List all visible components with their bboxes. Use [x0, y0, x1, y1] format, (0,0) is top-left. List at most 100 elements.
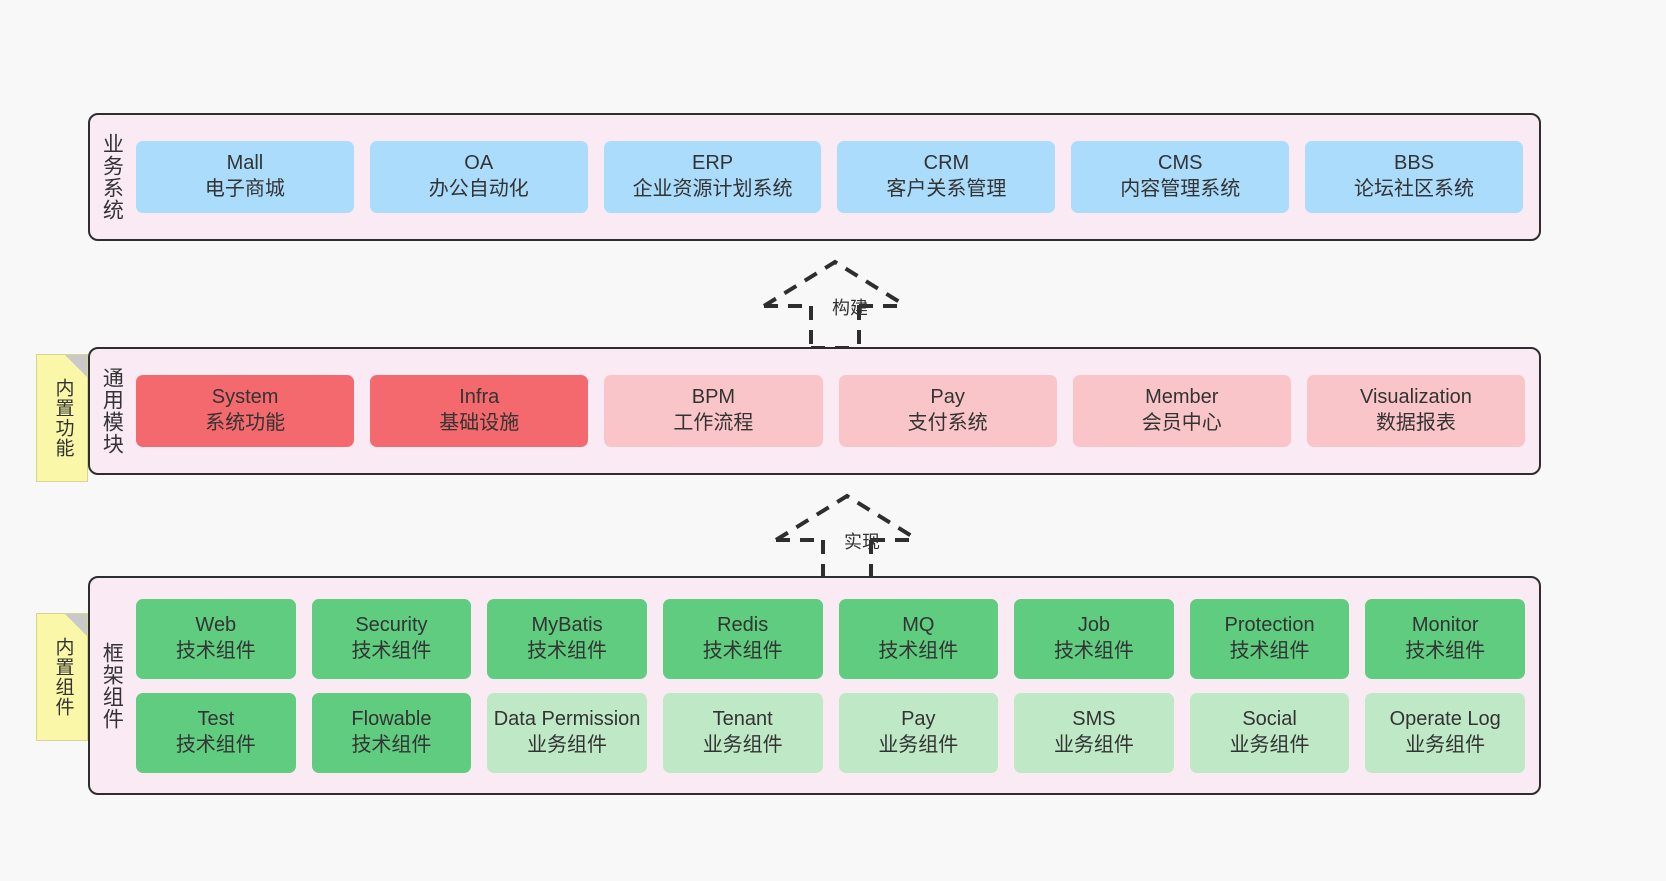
page-fold-icon [65, 355, 87, 377]
node-label-cn: 业务组件 [1053, 733, 1134, 756]
node-label-cn: 工作流程 [673, 412, 754, 434]
node-social[interactable]: Social 业务组件 [1189, 692, 1350, 773]
node-erp[interactable]: ERP 企业资源计划系统 [603, 141, 822, 213]
node-bbs[interactable]: BBS 论坛社区系统 [1305, 141, 1523, 213]
node-label-cn: 办公自动化 [428, 178, 529, 200]
node-label-en: SMS [1072, 707, 1116, 730]
node-label-cn: 业务组件 [1405, 733, 1486, 756]
node-label-en: OA [464, 152, 494, 175]
layer-title-common-modules: 通用模块 [100, 367, 124, 455]
node-label-cn: 电子商城 [204, 178, 285, 200]
node-protection[interactable]: Protection 技术组件 [1189, 598, 1350, 679]
note-builtin-functions: 内置功能 [36, 354, 88, 482]
layer-title-framework-components: 框架组件 [100, 641, 124, 730]
node-label-en: Social [1242, 707, 1297, 730]
node-label-cn: 业务组件 [1229, 733, 1310, 756]
node-mq[interactable]: MQ 技术组件 [838, 598, 999, 679]
node-label-en: Member [1145, 386, 1219, 409]
node-label-cn: 论坛社区系统 [1354, 178, 1475, 200]
node-label-en: CRM [923, 152, 970, 175]
node-label-cn: 业务组件 [702, 733, 783, 756]
node-label-en: Tenant [712, 707, 773, 730]
node-label-cn: 内容管理系统 [1120, 178, 1241, 200]
node-cms[interactable]: CMS 内容管理系统 [1071, 141, 1290, 213]
layer-framework-components: 框架组件 Web 技术组件 Security 技术组件 MyBatis 技术组件… [88, 576, 1541, 795]
arrow-build-label: 构建 [832, 298, 868, 318]
page-fold-icon [65, 614, 87, 636]
node-label-en: BBS [1394, 152, 1435, 175]
node-infra[interactable]: Infra 基础设施 [370, 375, 589, 447]
node-tenant[interactable]: Tenant 业务组件 [662, 692, 823, 773]
layer-body-common-modules: System 系统功能 Infra 基础设施 BPM 工作流程 Pay 支付系统… [132, 349, 1539, 473]
node-label-cn: 技术组件 [878, 639, 959, 662]
layer-business-systems: 业务系统 Mall 电子商城 OA 办公自动化 ERP 企业资源计划系统 CRM… [88, 113, 1541, 241]
node-mybatis[interactable]: MyBatis 技术组件 [487, 598, 647, 679]
node-label-en: Data Permission [493, 707, 641, 730]
node-oa[interactable]: OA 办公自动化 [369, 141, 588, 213]
node-label-en: Job [1077, 613, 1111, 636]
layer-row: Web 技术组件 Security 技术组件 MyBatis 技术组件 Redi… [136, 598, 1525, 679]
node-mall[interactable]: Mall 电子商城 [136, 141, 354, 213]
node-security[interactable]: Security 技术组件 [311, 598, 472, 679]
node-label-cn: 客户关系管理 [886, 178, 1007, 200]
node-web[interactable]: Web 技术组件 [136, 598, 296, 679]
node-monitor[interactable]: Monitor 技术组件 [1365, 598, 1525, 679]
node-label-en: Test [197, 707, 235, 730]
node-operate-log[interactable]: Operate Log 业务组件 [1365, 692, 1525, 773]
node-label-en: Pay [930, 386, 965, 409]
node-label-en: MQ [902, 613, 935, 636]
node-test[interactable]: Test 技术组件 [136, 692, 296, 773]
node-label-cn: 技术组件 [1053, 639, 1134, 662]
layer-row: Mall 电子商城 OA 办公自动化 ERP 企业资源计划系统 CRM 客户关系… [136, 141, 1523, 213]
node-label-en: Operate Log [1389, 707, 1501, 730]
node-label-cn: 技术组件 [351, 639, 432, 662]
node-label-cn: 业务组件 [878, 733, 959, 756]
node-job[interactable]: Job 技术组件 [1014, 598, 1174, 679]
node-label-en: MyBatis [531, 613, 603, 636]
node-visualization[interactable]: Visualization 数据报表 [1306, 375, 1526, 447]
arrow-build: 构建 [760, 258, 910, 350]
node-label-en: Protection [1224, 613, 1315, 636]
node-label-cn: 技术组件 [702, 639, 783, 662]
node-label-cn: 技术组件 [351, 733, 432, 756]
node-sms[interactable]: SMS 业务组件 [1014, 692, 1174, 773]
node-label-en: Monitor [1411, 613, 1479, 636]
node-crm[interactable]: CRM 客户关系管理 [837, 141, 1056, 213]
node-label-cn: 技术组件 [1229, 639, 1310, 662]
node-label-cn: 技术组件 [1405, 639, 1486, 662]
node-label-en: CMS [1158, 152, 1203, 175]
node-label-cn: 企业资源计划系统 [632, 178, 793, 200]
arrow-implement: 实现 [772, 492, 922, 584]
layer-common-modules: 通用模块 System 系统功能 Infra 基础设施 BPM 工作流程 Pay… [88, 347, 1541, 475]
node-label-cn: 基础设施 [439, 412, 520, 434]
node-label-en: System [211, 386, 279, 409]
node-pay-biz[interactable]: Pay 业务组件 [838, 692, 999, 773]
node-label-en: Redis [717, 613, 769, 636]
node-redis[interactable]: Redis 技术组件 [662, 598, 823, 679]
node-pay[interactable]: Pay 支付系统 [838, 375, 1057, 447]
node-member[interactable]: Member 会员中心 [1072, 375, 1291, 447]
node-label-en: Flowable [351, 707, 432, 730]
node-bpm[interactable]: BPM 工作流程 [604, 375, 823, 447]
node-label-cn: 业务组件 [527, 733, 608, 756]
node-data-permission[interactable]: Data Permission 业务组件 [487, 692, 647, 773]
node-label-en: Infra [459, 386, 500, 409]
note-builtin-components: 内置组件 [36, 613, 88, 741]
layer-title-business-systems: 业务系统 [100, 133, 124, 221]
node-label-cn: 技术组件 [175, 639, 256, 662]
node-system[interactable]: System 系统功能 [136, 375, 355, 447]
layer-row: Test 技术组件 Flowable 技术组件 Data Permission … [136, 692, 1525, 773]
node-label-cn: 数据报表 [1375, 412, 1456, 434]
node-label-cn: 技术组件 [175, 733, 256, 756]
node-label-cn: 系统功能 [205, 412, 286, 434]
layer-body-business-systems: Mall 电子商城 OA 办公自动化 ERP 企业资源计划系统 CRM 客户关系… [132, 115, 1539, 239]
node-label-en: Security [355, 613, 428, 636]
node-label-cn: 会员中心 [1141, 412, 1222, 434]
node-label-cn: 支付系统 [907, 412, 988, 434]
node-flowable[interactable]: Flowable 技术组件 [311, 692, 472, 773]
node-label-en: Visualization [1359, 386, 1472, 409]
node-label-en: BPM [691, 386, 736, 409]
node-label-cn: 技术组件 [527, 639, 608, 662]
node-label-en: ERP [692, 152, 734, 175]
